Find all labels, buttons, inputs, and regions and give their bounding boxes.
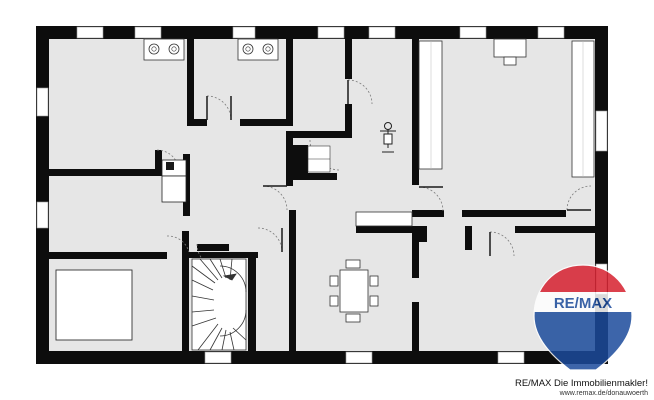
chimney-box [161, 159, 187, 203]
dining-table [329, 259, 379, 323]
agency-credit: RE/MAX Die Immobilienmakler! [514, 378, 648, 389]
counter [355, 211, 413, 227]
interior-walls [49, 39, 595, 351]
wall-cabinet-right [571, 40, 595, 178]
staircase [191, 258, 247, 351]
closet-shelves [307, 145, 331, 173]
desk [493, 38, 527, 66]
stove-right [237, 38, 279, 61]
agency-website: www.remax.de/donauwoerth [559, 390, 648, 397]
wall-cabinet-left [418, 40, 443, 170]
exercise-bike-icon [380, 122, 396, 153]
door-leaves [206, 80, 591, 256]
remax-logo-text: RE/MAX [554, 295, 612, 312]
stove-left [143, 38, 185, 61]
bed [55, 269, 133, 341]
